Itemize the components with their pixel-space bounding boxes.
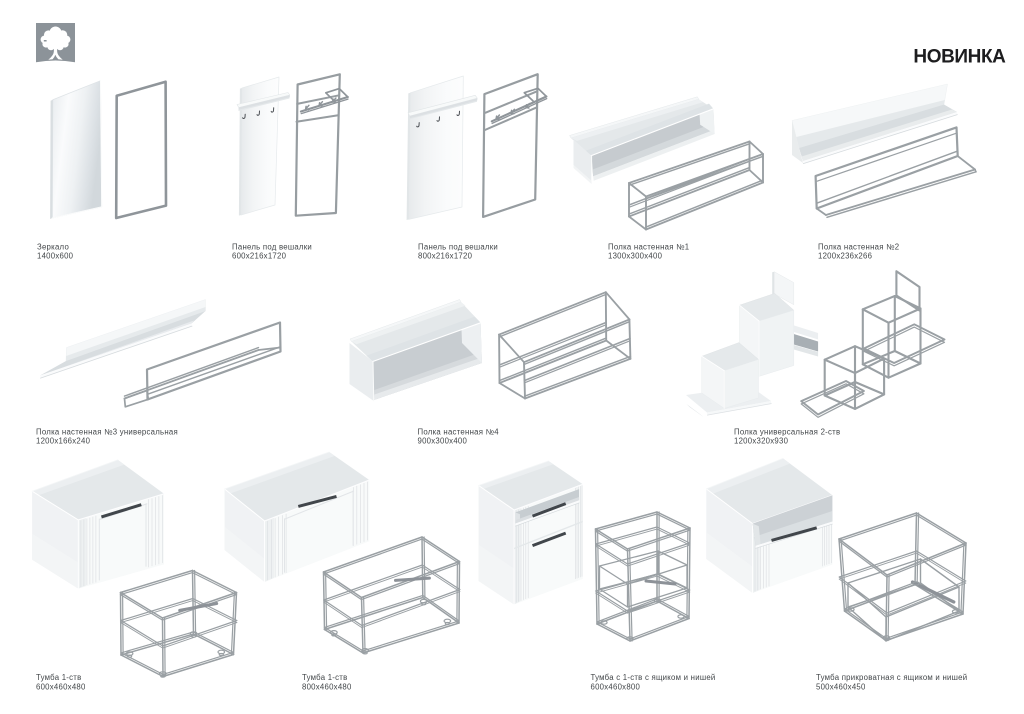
svg-text:Полка настенная №1: Полка настенная №1 <box>608 242 689 251</box>
svg-text:Полка универсальная 2-ств: Полка универсальная 2-ств <box>734 427 840 436</box>
svg-text:Панель под вешалки: Панель под вешалки <box>418 242 498 251</box>
svg-text:Полка настенная №2: Полка настенная №2 <box>818 242 899 251</box>
svg-text:1200х236х266: 1200х236х266 <box>818 252 872 261</box>
svg-text:Тумба с 1-ств с ящиком и нишей: Тумба с 1-ств с ящиком и нишей <box>591 673 716 682</box>
svg-text:600х460х480: 600х460х480 <box>36 683 86 692</box>
svg-text:Полка настенная №4: Полка настенная №4 <box>418 427 500 436</box>
svg-text:900х300х400: 900х300х400 <box>418 437 468 446</box>
svg-text:1200х320х930: 1200х320х930 <box>734 437 789 446</box>
svg-text:800х216х1720: 800х216х1720 <box>418 252 473 261</box>
svg-text:600х460х800: 600х460х800 <box>591 683 641 692</box>
svg-text:Полка настенная №3 универсальн: Полка настенная №3 универсальная <box>36 427 178 436</box>
svg-text:Зеркало: Зеркало <box>37 242 69 251</box>
svg-text:Тумба 1-ств: Тумба 1-ств <box>302 673 348 682</box>
svg-text:Панель под вешалки: Панель под вешалки <box>232 242 312 251</box>
svg-text:Тумба прикроватная с ящиком и: Тумба прикроватная с ящиком и нишей <box>816 673 967 682</box>
svg-text:600х216х1720: 600х216х1720 <box>232 252 287 261</box>
svg-text:1400х600: 1400х600 <box>37 252 74 261</box>
svg-text:Тумба 1-ств: Тумба 1-ств <box>36 673 82 682</box>
svg-text:800х460х480: 800х460х480 <box>302 683 352 692</box>
svg-text:1300х300х400: 1300х300х400 <box>608 252 663 261</box>
svg-text:1200х166х240: 1200х166х240 <box>36 437 91 446</box>
svg-text:500х460х450: 500х460х450 <box>816 683 866 692</box>
svg-text:НОВИНКА: НОВИНКА <box>913 46 1006 67</box>
